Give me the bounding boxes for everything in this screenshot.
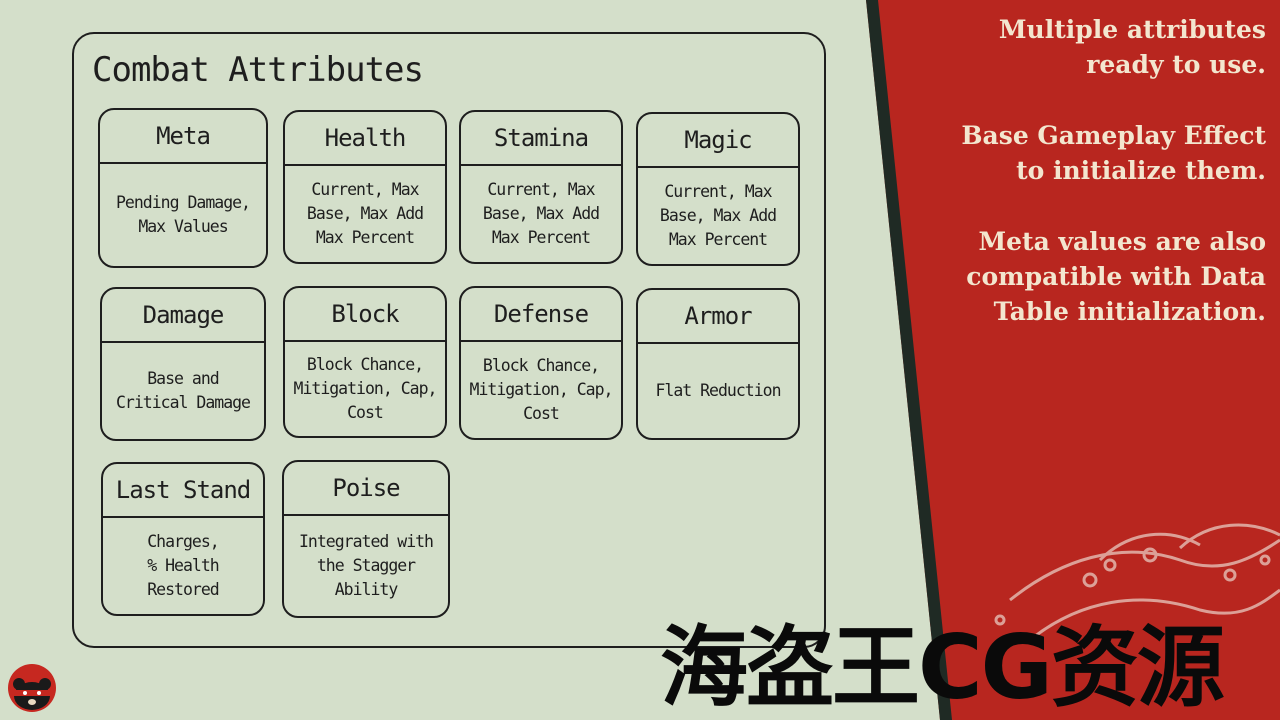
card-last-stand: Last Stand Charges, % Health Restored (101, 462, 265, 616)
ninja-bear-logo-icon (8, 664, 56, 712)
card-title: Magic (638, 114, 798, 168)
card-body: Integrated with the Stagger Ability (298, 532, 434, 599)
card-meta: Meta Pending Damage, Max Values (98, 108, 268, 268)
info-text-2: Base Gameplay Effect to initialize them. (961, 121, 1266, 185)
card-title: Block (285, 288, 445, 342)
card-body: Charges, % Health Restored (147, 532, 219, 599)
attributes-panel (72, 32, 826, 648)
card-title: Damage (102, 289, 264, 343)
card-title: Poise (284, 462, 448, 516)
card-title: Stamina (461, 112, 621, 166)
card-body: Current, Max Base, Max Add Max Percent (306, 180, 424, 247)
card-defense: Defense Block Chance, Mitigation, Cap, C… (459, 286, 623, 440)
card-title: Armor (638, 290, 798, 344)
info-text-3: Meta values are also compatible with Dat… (966, 227, 1266, 326)
card-body: Current, Max Base, Max Add Max Percent (482, 180, 600, 247)
card-title: Health (285, 112, 445, 166)
card-title: Meta (100, 110, 266, 164)
card-title: Defense (461, 288, 621, 342)
card-poise: Poise Integrated with the Stagger Abilit… (282, 460, 450, 618)
card-armor: Armor Flat Reduction (636, 288, 800, 440)
card-title: Last Stand (103, 464, 263, 518)
card-block: Block Block Chance, Mitigation, Cap, Cos… (283, 286, 447, 438)
card-body: Block Chance, Mitigation, Cap, Cost (469, 356, 614, 423)
card-magic: Magic Current, Max Base, Max Add Max Per… (636, 112, 800, 266)
card-body: Block Chance, Mitigation, Cap, Cost (293, 355, 438, 422)
info-text-1: Multiple attributes ready to use. (998, 15, 1266, 79)
wave-pattern-icon (994, 523, 1280, 642)
card-body: Flat Reduction (655, 381, 781, 400)
panel-title: Combat Attributes (92, 50, 424, 90)
card-damage: Damage Base and Critical Damage (100, 287, 266, 441)
watermark-text: 海盗王CG资源 (660, 616, 1225, 719)
card-body: Pending Damage, Max Values (115, 193, 251, 236)
card-body: Base and Critical Damage (115, 369, 251, 412)
card-health: Health Current, Max Base, Max Add Max Pe… (283, 110, 447, 264)
card-stamina: Stamina Current, Max Base, Max Add Max P… (459, 110, 623, 264)
card-body: Current, Max Base, Max Add Max Percent (659, 182, 777, 249)
